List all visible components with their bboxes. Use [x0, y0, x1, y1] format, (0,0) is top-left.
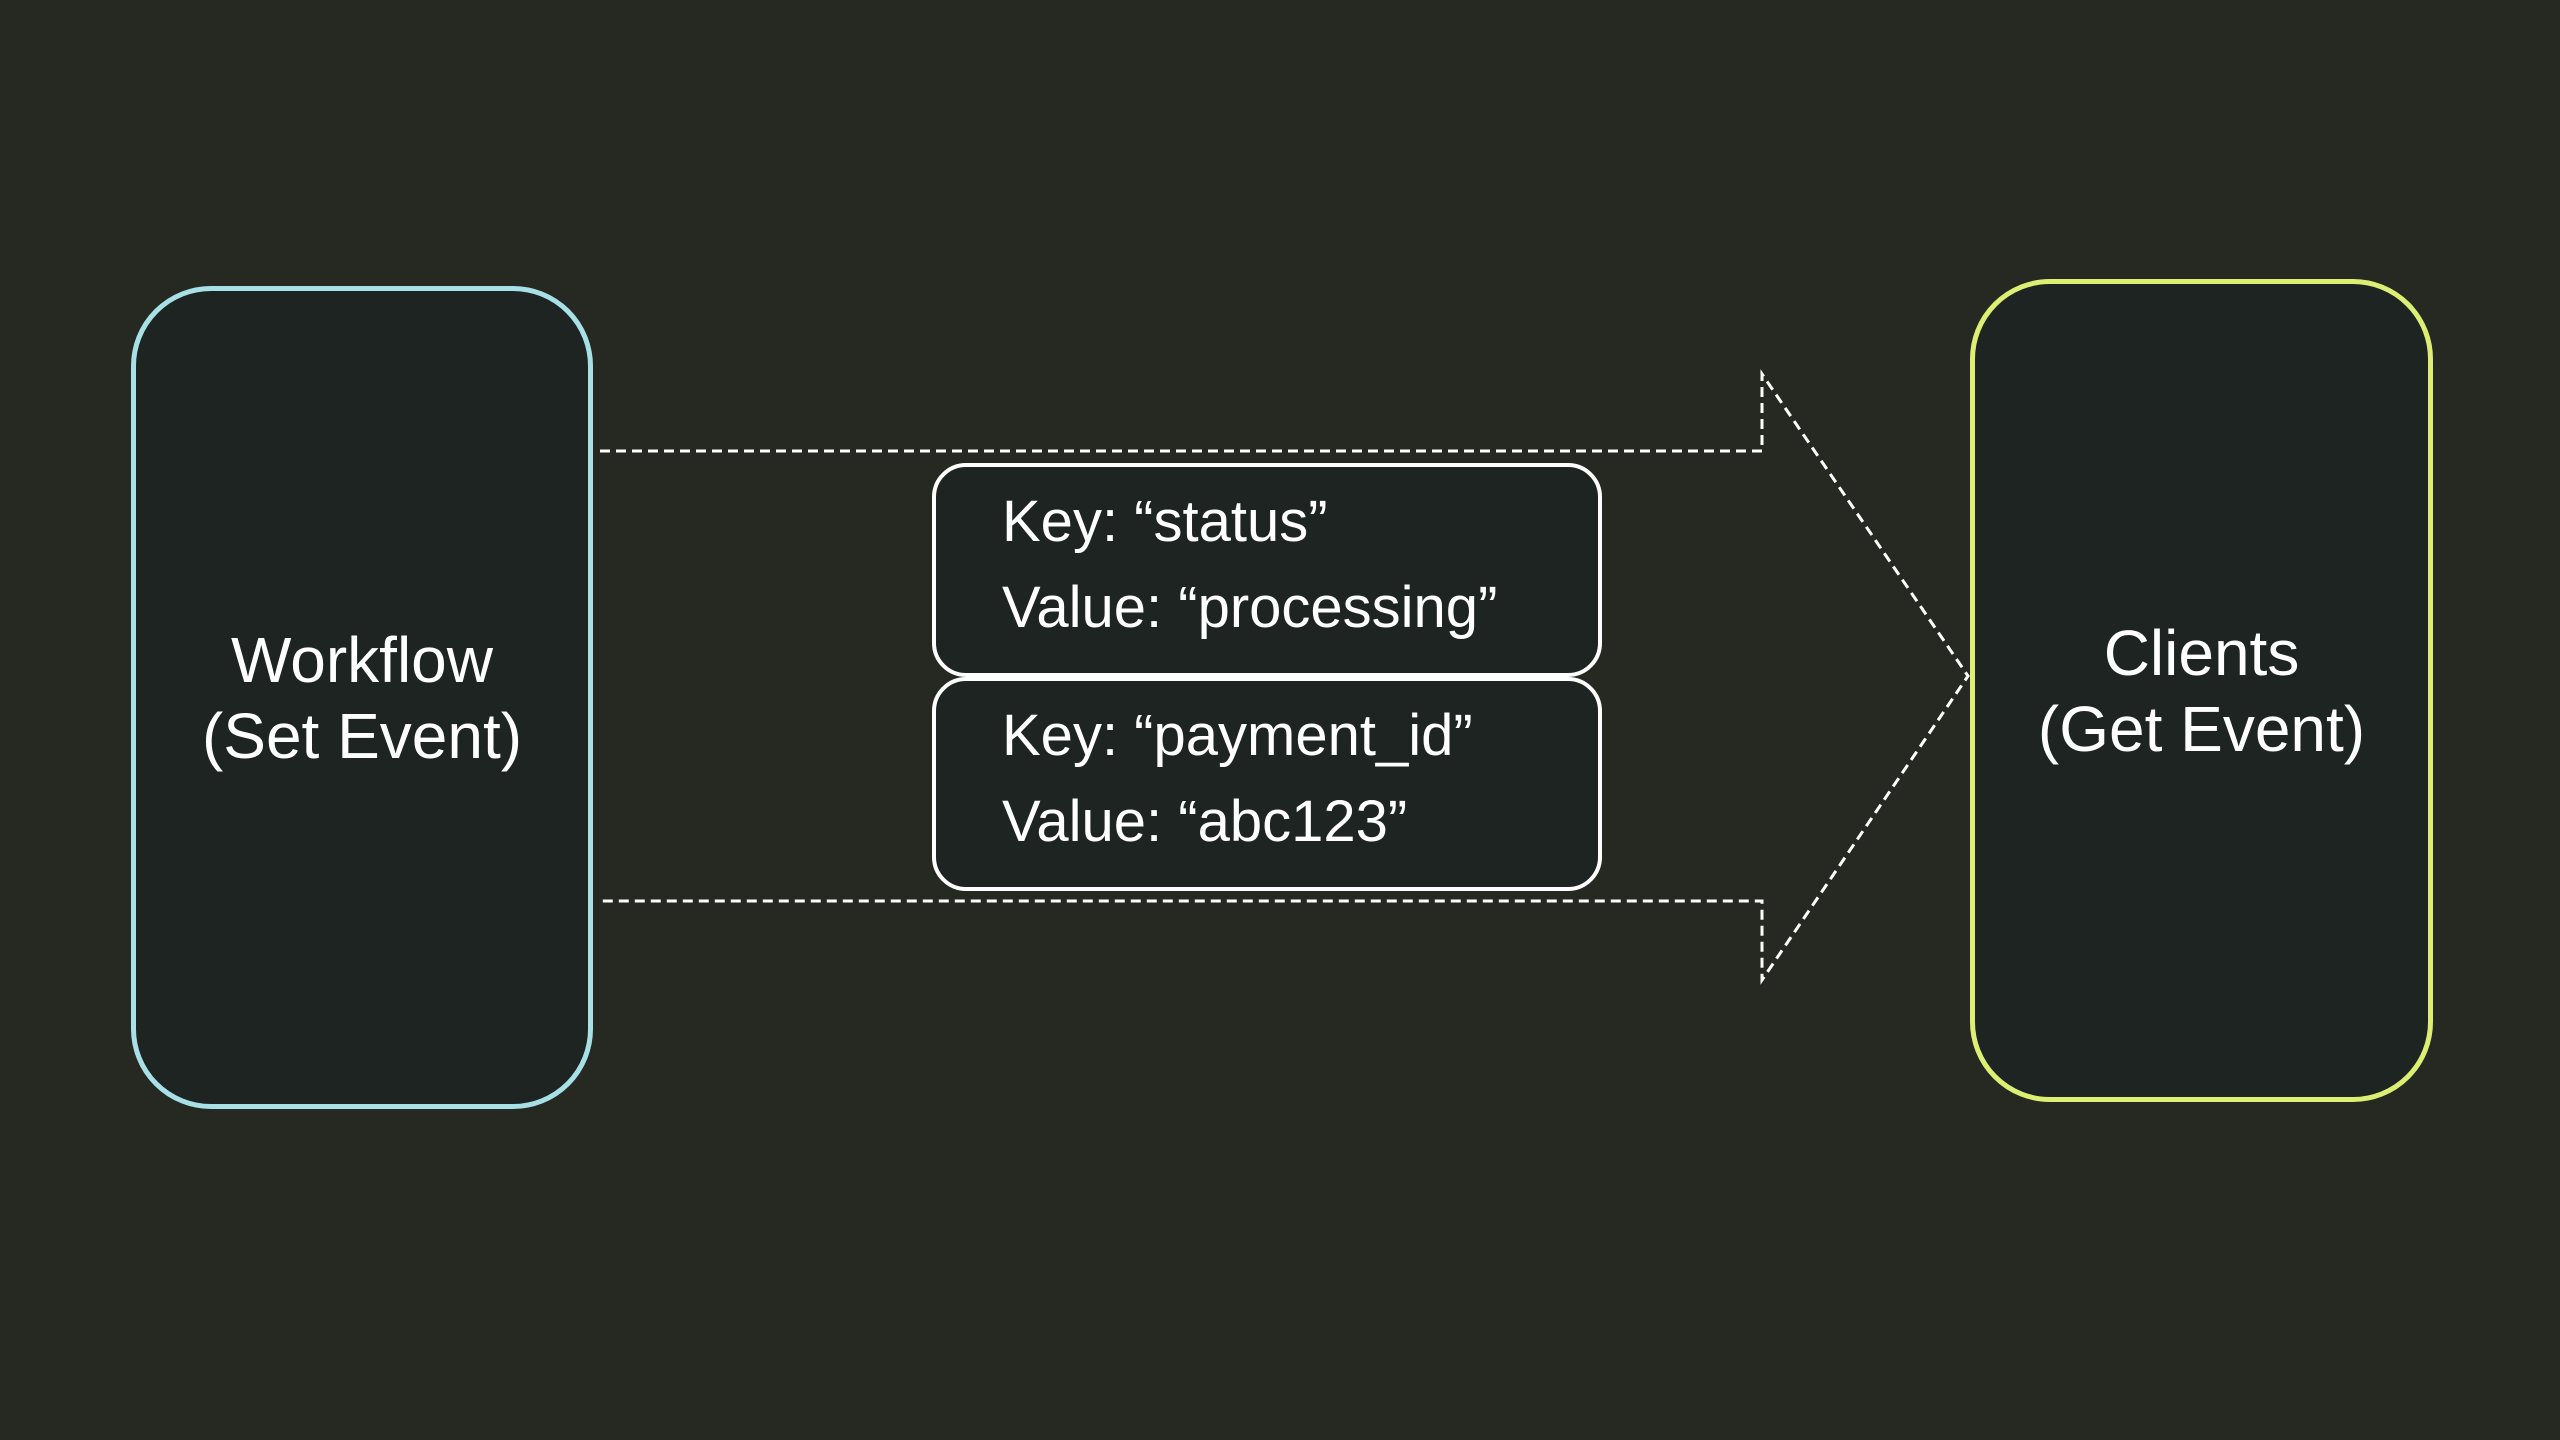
clients-subtitle: (Get Event)	[2037, 692, 2366, 765]
event-value: Value: “abc123”	[1002, 789, 1408, 854]
workflow-node: Workflow (Set Event)	[131, 286, 593, 1109]
event-key: Key: “payment_id”	[1002, 703, 1473, 768]
event-kv-box: Key: “payment_id” Value: “abc123”	[932, 677, 1602, 891]
event-kv-box: Key: “status” Value: “processing”	[932, 463, 1602, 677]
clients-title: Clients	[2103, 616, 2300, 689]
clients-node: Clients (Get Event)	[1970, 279, 2433, 1102]
event-value: Value: “processing”	[1002, 575, 1498, 640]
event-key: Key: “status”	[1002, 489, 1328, 554]
workflow-subtitle: (Set Event)	[201, 699, 523, 772]
workflow-title: Workflow	[231, 623, 493, 696]
